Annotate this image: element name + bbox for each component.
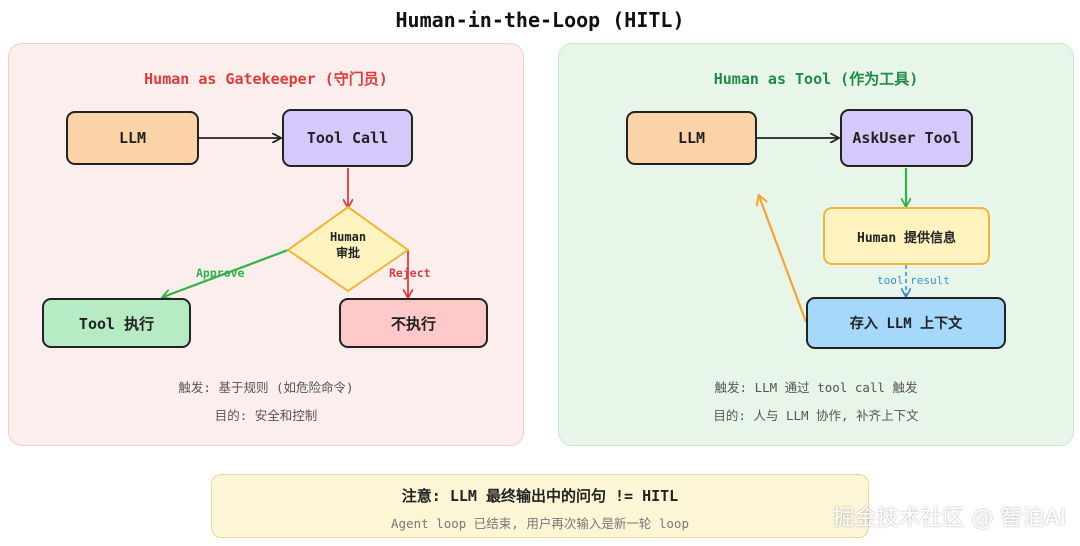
tool-result-label: tool result (877, 274, 950, 287)
reject-label: Reject (389, 266, 431, 280)
approve-label: Approve (196, 266, 245, 280)
diagram-title: Human-in-the-Loop (HITL) (395, 8, 685, 32)
gatekeeper-panel: Human as Gatekeeper (守门员) 触发: 基于规则 (如危险命… (8, 43, 524, 446)
human-approval-label: Human 审批 (300, 229, 396, 261)
human-approval-line1: Human (329, 230, 367, 244)
right-llm-node: LLM (626, 111, 757, 165)
human-approval-line2: 审批 (335, 246, 360, 260)
human-as-tool-purpose-note: 目的: 人与 LLM 协作, 补齐上下文 (713, 408, 919, 423)
gatekeeper-purpose-note: 目的: 安全和控制 (214, 408, 318, 423)
store-in-context-node: 存入 LLM 上下文 (806, 297, 1006, 349)
askuser-tool-node: AskUser Tool (840, 109, 973, 167)
footer-note-box: 注意: LLM 最终输出中的问句 != HITL Agent loop 已结束,… (211, 474, 869, 538)
human-provides-info-node: Human 提供信息 (823, 207, 990, 265)
footer-main-note: 注意: LLM 最终输出中的问句 != HITL (401, 487, 679, 505)
human-as-tool-panel-title: Human as Tool (作为工具) (713, 70, 919, 88)
human-as-tool-panel: Human as Tool (作为工具) 触发: LLM 通过 tool cal… (558, 43, 1074, 446)
watermark-text: 掘金技术社区 @ 智泊AI (832, 506, 1066, 531)
no-execute-node: 不执行 (339, 298, 488, 348)
gatekeeper-panel-title: Human as Gatekeeper (守门员) (144, 70, 388, 88)
footer-sub-note: Agent loop 已结束, 用户再次输入是新一轮 loop (391, 516, 689, 531)
human-as-tool-trigger-note: 触发: LLM 通过 tool call 触发 (714, 380, 918, 395)
tool-execute-node: Tool 执行 (42, 298, 191, 348)
tool-call-node: Tool Call (282, 109, 413, 167)
left-llm-node: LLM (66, 111, 199, 165)
gatekeeper-trigger-note: 触发: 基于规则 (如危险命令) (178, 380, 354, 395)
